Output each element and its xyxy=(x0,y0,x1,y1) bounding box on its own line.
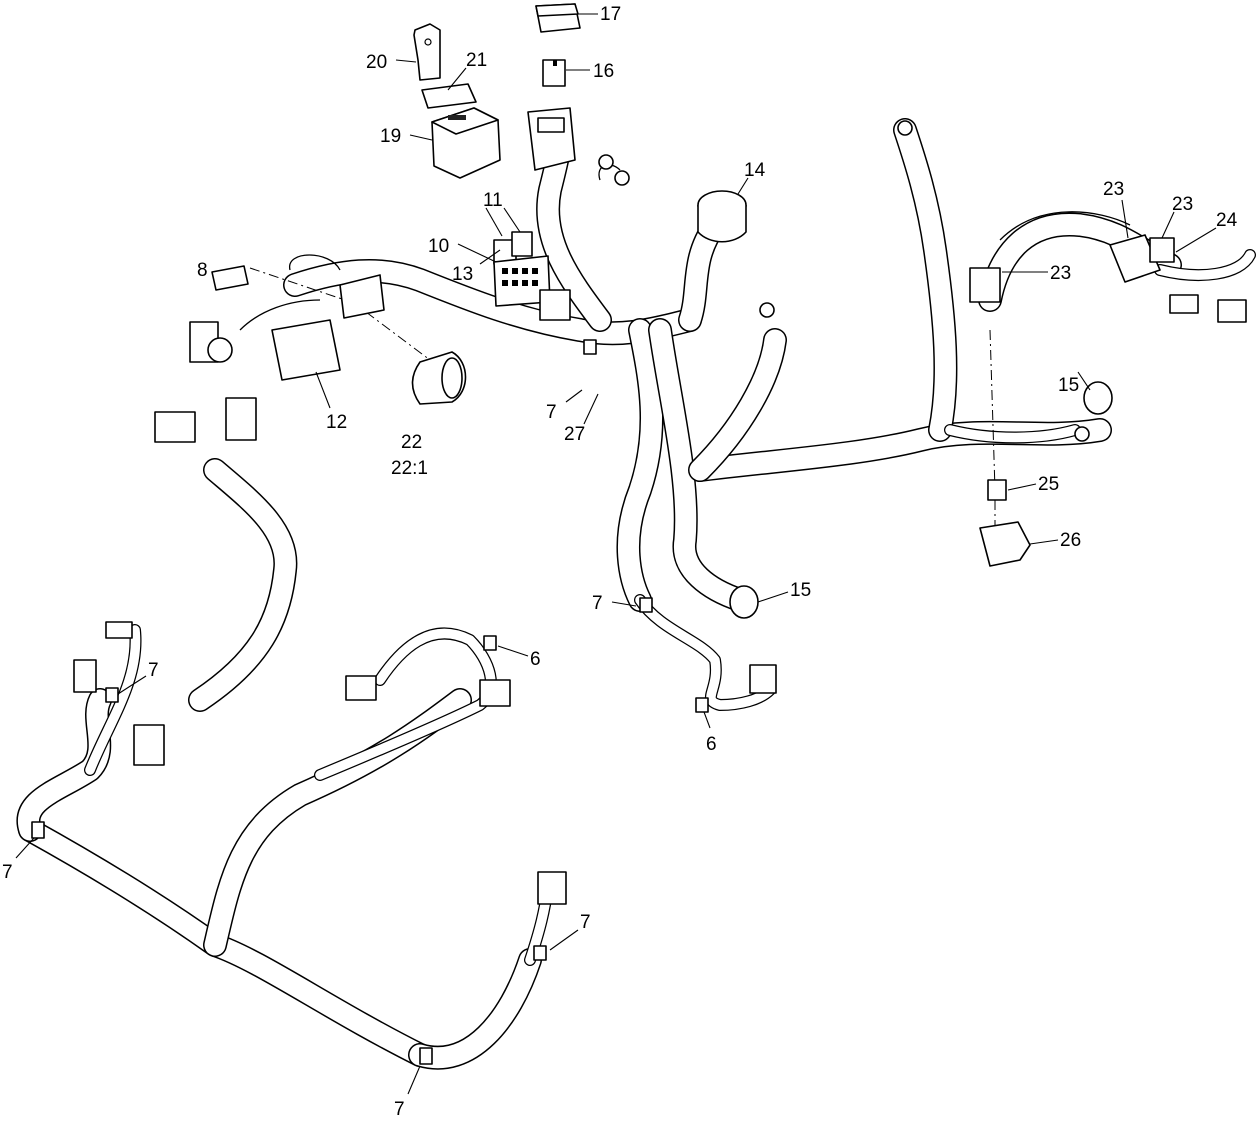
resistor-part-8 xyxy=(211,265,249,291)
callout-27: 27 xyxy=(564,424,585,445)
connectors-lower xyxy=(73,621,777,905)
multi-pin-connector xyxy=(493,255,571,321)
fuse-holder xyxy=(527,107,576,171)
grommet-cup-part-14 xyxy=(697,190,747,243)
ring-terminals xyxy=(598,120,1090,442)
fuse-part-16 xyxy=(542,59,566,87)
callout-11: 11 xyxy=(483,190,503,211)
callout-6-lower: 6 xyxy=(706,734,717,755)
callout-14: 14 xyxy=(744,160,766,181)
callout-16: 16 xyxy=(593,61,614,82)
callout-7-bottom-right: 7 xyxy=(580,912,591,933)
terminal-cap-part-15-right xyxy=(1083,381,1113,415)
assembly-lines xyxy=(249,267,996,525)
loose-wires xyxy=(239,164,1131,331)
callout-26: 26 xyxy=(1060,530,1081,551)
callout-10: 10 xyxy=(428,236,449,257)
callout-20: 20 xyxy=(366,52,387,73)
callout-23-right: 23 xyxy=(1050,263,1071,284)
fuse-cover-part-17 xyxy=(535,3,581,33)
callout-25: 25 xyxy=(1038,474,1059,495)
leader-lines xyxy=(15,13,1217,1095)
fuse-block-part-12 xyxy=(154,274,385,443)
callout-12: 12 xyxy=(326,412,347,433)
callout-24: 24 xyxy=(1216,210,1238,231)
callout-8: 8 xyxy=(197,260,208,281)
callout-21: 21 xyxy=(466,50,487,71)
callout-19: 19 xyxy=(380,126,401,147)
callout-7-mid: 7 xyxy=(592,593,603,614)
callout-22: 22 xyxy=(401,432,422,453)
horn-part-22 xyxy=(411,351,467,405)
callout-7-left: 7 xyxy=(148,660,159,681)
callout-7-upper: 7 xyxy=(546,402,557,423)
relay-part-19 xyxy=(431,107,501,179)
callout-23-mid: 23 xyxy=(1172,194,1193,215)
connectors-right-23 xyxy=(969,234,1247,323)
callout-15-right: 15 xyxy=(1058,375,1079,396)
fuse-part-25 xyxy=(987,479,1007,501)
fuse-holder-part-26 xyxy=(979,521,1031,567)
callout-7-far-left: 7 xyxy=(2,862,13,883)
terminal-cap-part-15-lower xyxy=(729,585,759,619)
relay-bracket-part-20 xyxy=(413,23,441,81)
clips-part-7 xyxy=(31,339,709,1065)
callout-6-upper: 6 xyxy=(530,649,541,670)
callout-15-lower: 15 xyxy=(790,580,811,601)
callout-17: 17 xyxy=(600,4,621,25)
callout-23-left: 23 xyxy=(1103,179,1124,200)
callout-22-1: 22:1 xyxy=(391,458,428,479)
callout-labels: 17 16 20 21 19 14 11 10 13 8 12 22 22:1 … xyxy=(2,4,1238,1120)
callout-13: 13 xyxy=(452,264,473,285)
foam-pad-part-21 xyxy=(421,83,477,109)
callout-7-bottom: 7 xyxy=(394,1099,405,1120)
